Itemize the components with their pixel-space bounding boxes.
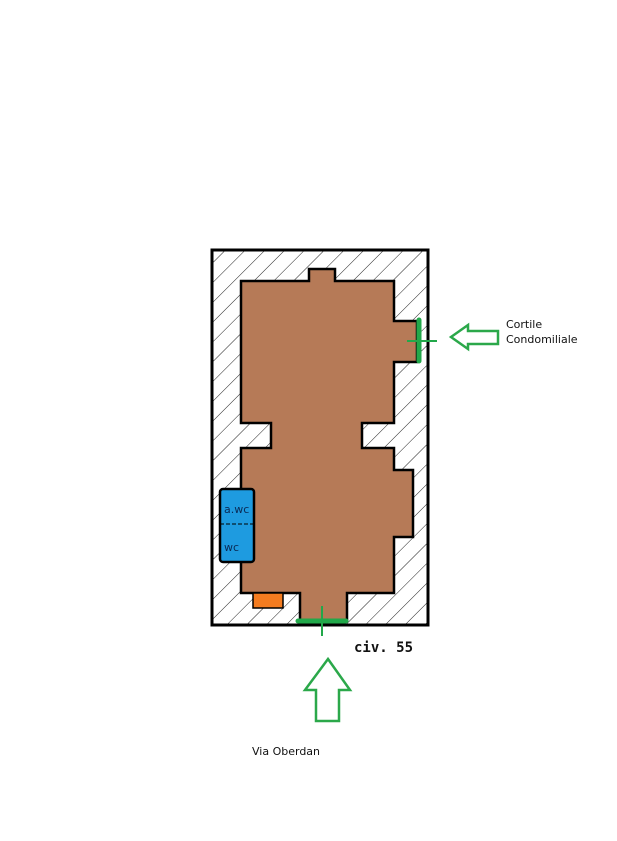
front-door	[295, 606, 349, 636]
antiwc-label: a.wc	[224, 503, 250, 516]
courtyard-label-line1: Cortile	[506, 318, 543, 331]
street-label: Via Oberdan	[252, 745, 321, 758]
courtyard-door	[407, 317, 437, 364]
civic-number: civ. 55	[354, 640, 414, 656]
courtyard-label-line2: Condomiliale	[506, 333, 578, 346]
courtyard-arrow-icon	[448, 322, 500, 352]
orange-fixture	[252, 592, 284, 609]
bathroom-block	[218, 487, 256, 564]
street-arrow-icon	[302, 656, 353, 723]
wc-label: wc	[224, 541, 240, 554]
